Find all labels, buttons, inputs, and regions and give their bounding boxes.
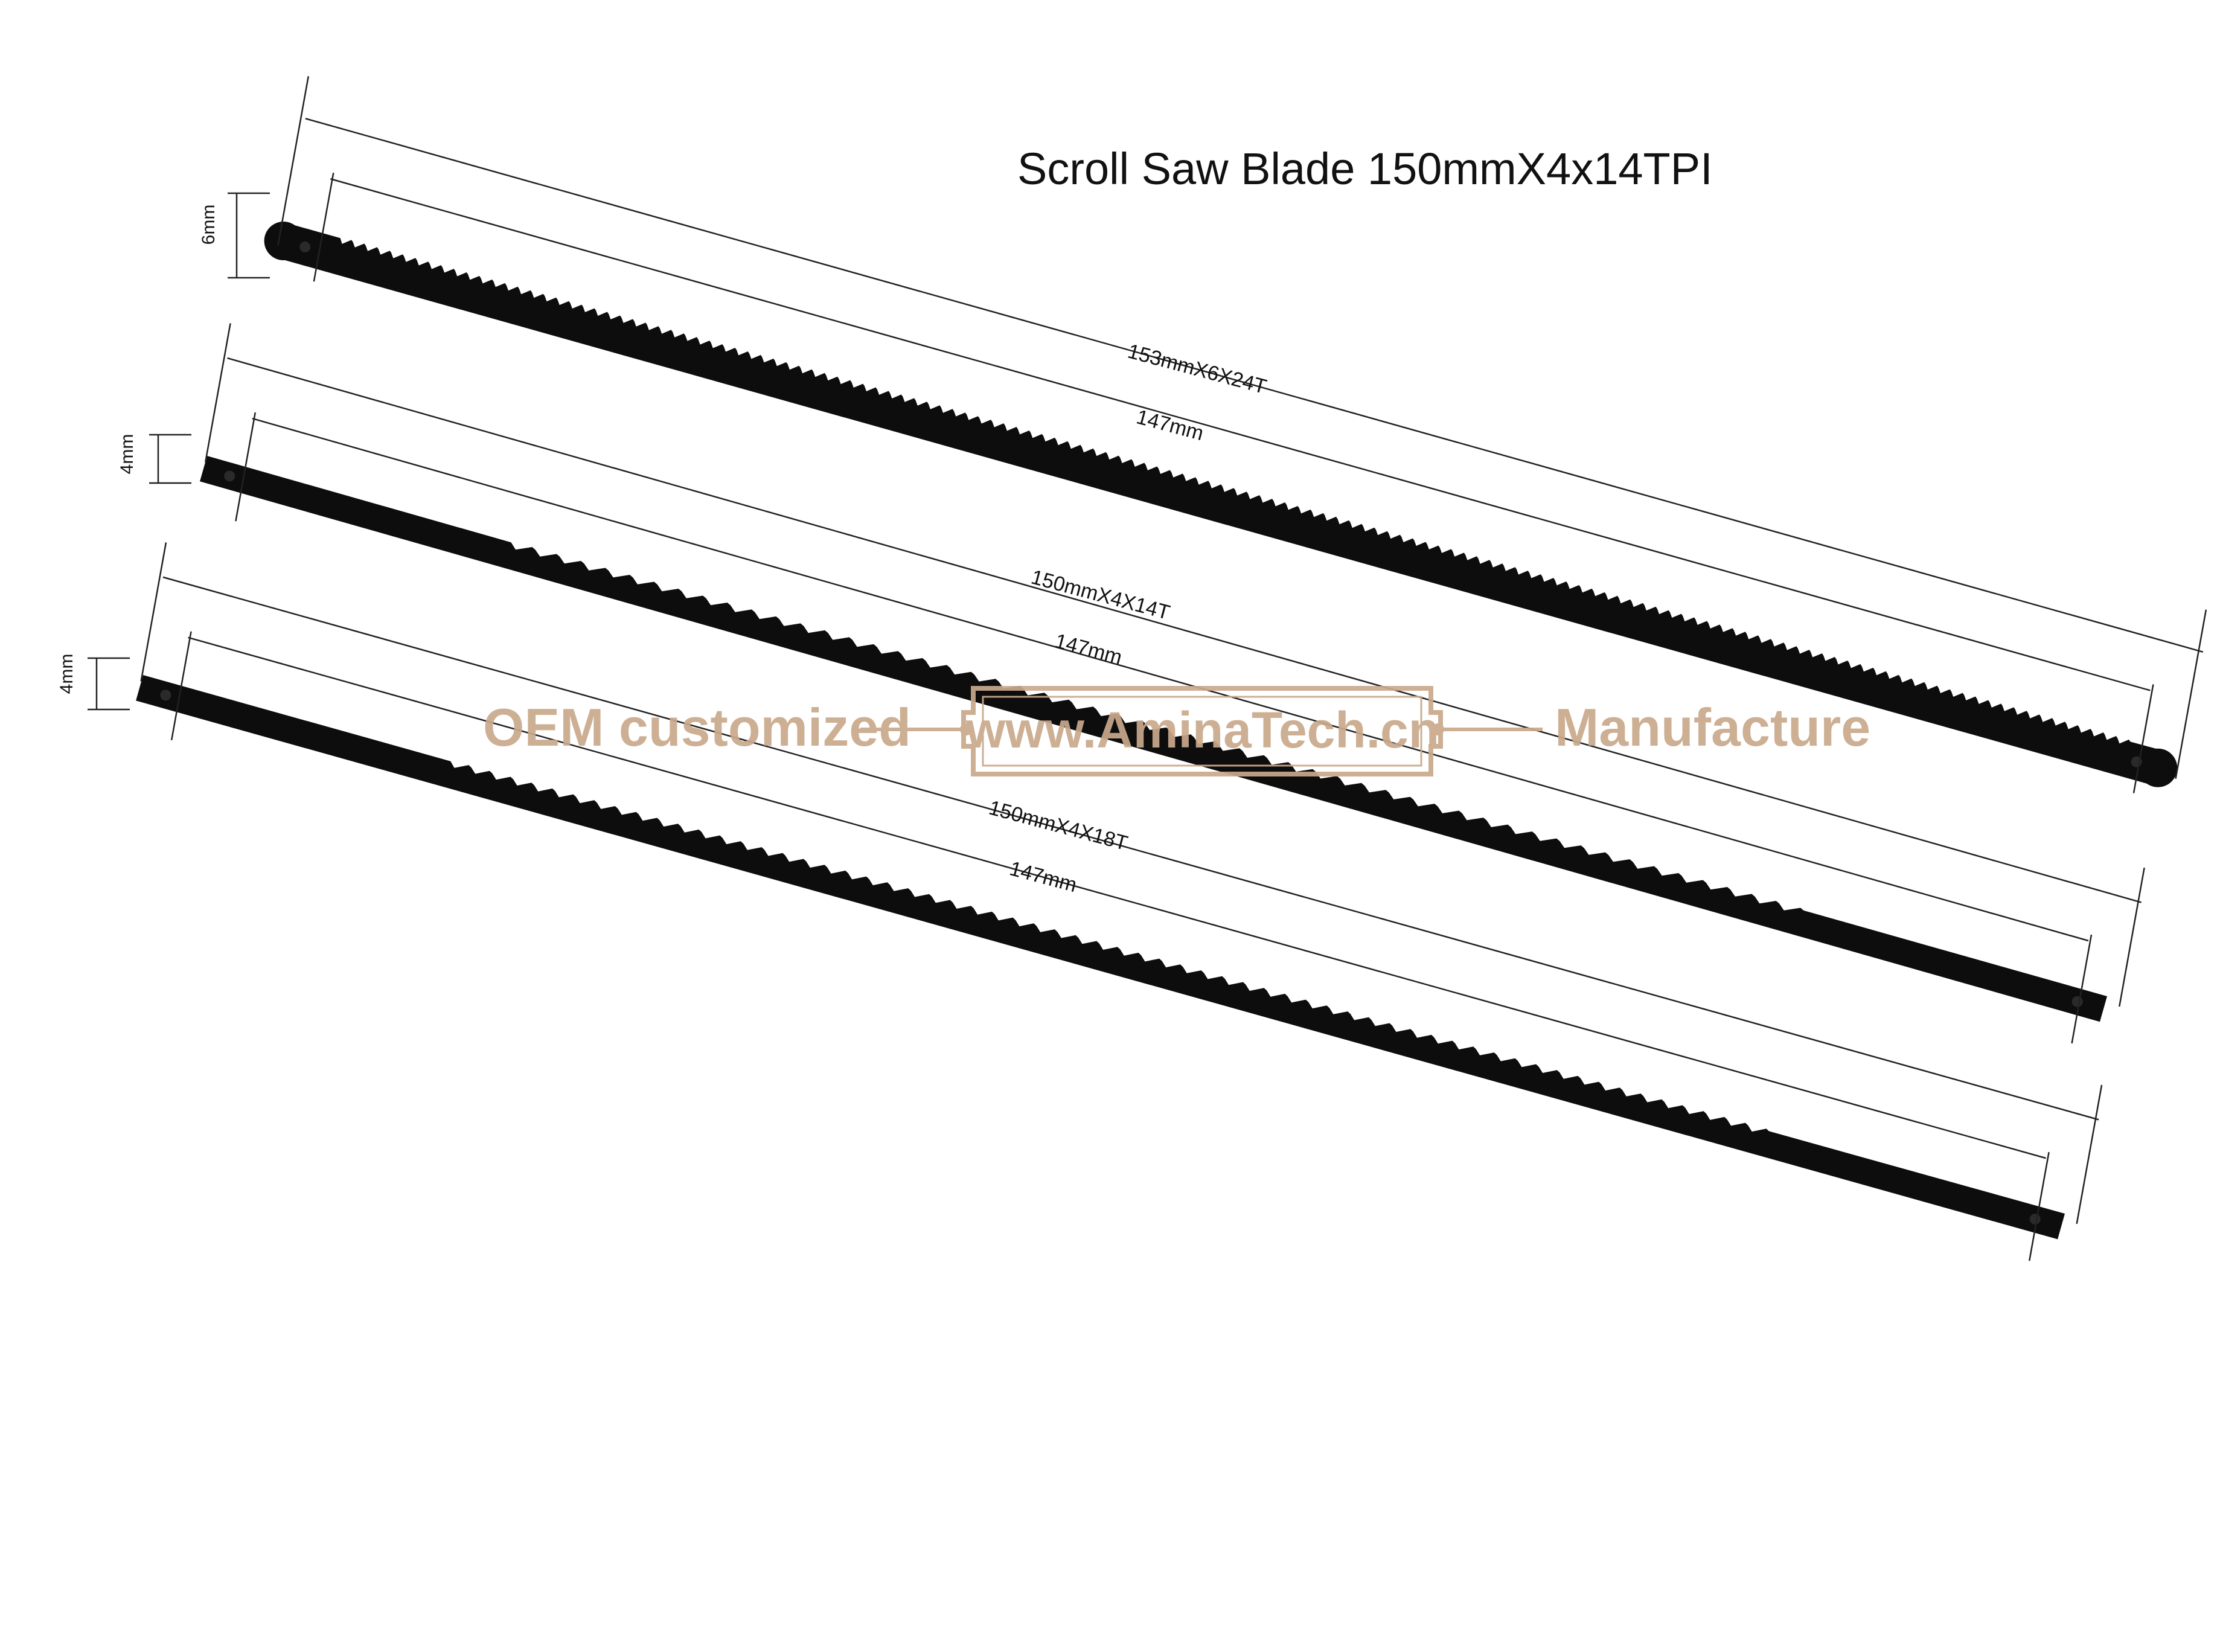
blade-1-spec-label: 153mmX6X24T [1125, 340, 1269, 399]
blade-2-overall-tick-left [204, 323, 231, 463]
blade-1-inner-dim-line [330, 178, 2151, 691]
blade-2-spec-label: 150mmX4X14T [1029, 566, 1172, 624]
watermark-center-text: www.AminaTech.cn [965, 702, 1439, 758]
blade-1-overall-dim-line [305, 118, 2204, 653]
blade-3-spec-label: 150mmX4X18T [987, 796, 1130, 855]
blade-1 [274, 222, 2167, 787]
watermark-frame [961, 686, 1443, 776]
blade-3-overall-tick-left [140, 542, 167, 682]
blade-3-overall-tick-right [2076, 1084, 2103, 1225]
blade-3-inner-tick-right [2028, 1151, 2050, 1261]
blade-2-inner-length-label: 147mm [1052, 629, 1124, 669]
blade-1-end-left [264, 222, 303, 261]
dimension-lines [88, 76, 2207, 1261]
blade-2-inner-dim-line [252, 417, 2089, 942]
blade-3-inner-tick-left [170, 631, 192, 741]
watermark-right-text: Manufacture [1555, 697, 1870, 757]
blade-3-inner-dim-line [188, 636, 2046, 1159]
blade-3 [136, 675, 2065, 1240]
blade-2-overall-tick-right [2119, 867, 2145, 1007]
blade-1-width-label: 6mm [199, 205, 219, 245]
blade-3-inner-length-label: 147mm [1007, 857, 1079, 897]
blade-2 [200, 456, 2107, 1022]
diagram-title: Scroll Saw Blade 150mmX4x14TPI [1017, 144, 1713, 194]
blade-1-inner-length-label: 147mm [1134, 405, 1206, 445]
blade-2-pin-left [224, 470, 235, 482]
blade-1-overall-tick-left [277, 76, 310, 246]
blade-2-inner-tick-right [2071, 934, 2093, 1044]
blade-2-inner-tick-left [235, 412, 257, 522]
watermark: OEM customized www.AminaTech.cn Manufact… [483, 686, 1870, 776]
watermark-frame-inner [982, 696, 1422, 767]
blade-2-pin-right [2071, 996, 2083, 1007]
watermark-left-text: OEM customized [483, 697, 911, 757]
blade-2-overall-dim-line [227, 357, 2142, 903]
blade-3-pin-right [2029, 1214, 2041, 1225]
blade-3-pin-left [160, 690, 171, 701]
blade-2-width-label: 4mm [117, 434, 137, 475]
blade-1-end-right [2138, 748, 2178, 787]
blade-1-overall-tick-right [2175, 609, 2207, 779]
blade-3-width-label: 4mm [57, 654, 77, 694]
blade-1-pin-left [299, 242, 311, 253]
blade-1-inner-tick-left [313, 173, 334, 282]
blades [136, 222, 2178, 1240]
watermark-right-dot [1432, 723, 1444, 735]
blade-3-overall-dim-line [162, 576, 2099, 1121]
blade-1-inner-tick-right [2132, 684, 2154, 793]
